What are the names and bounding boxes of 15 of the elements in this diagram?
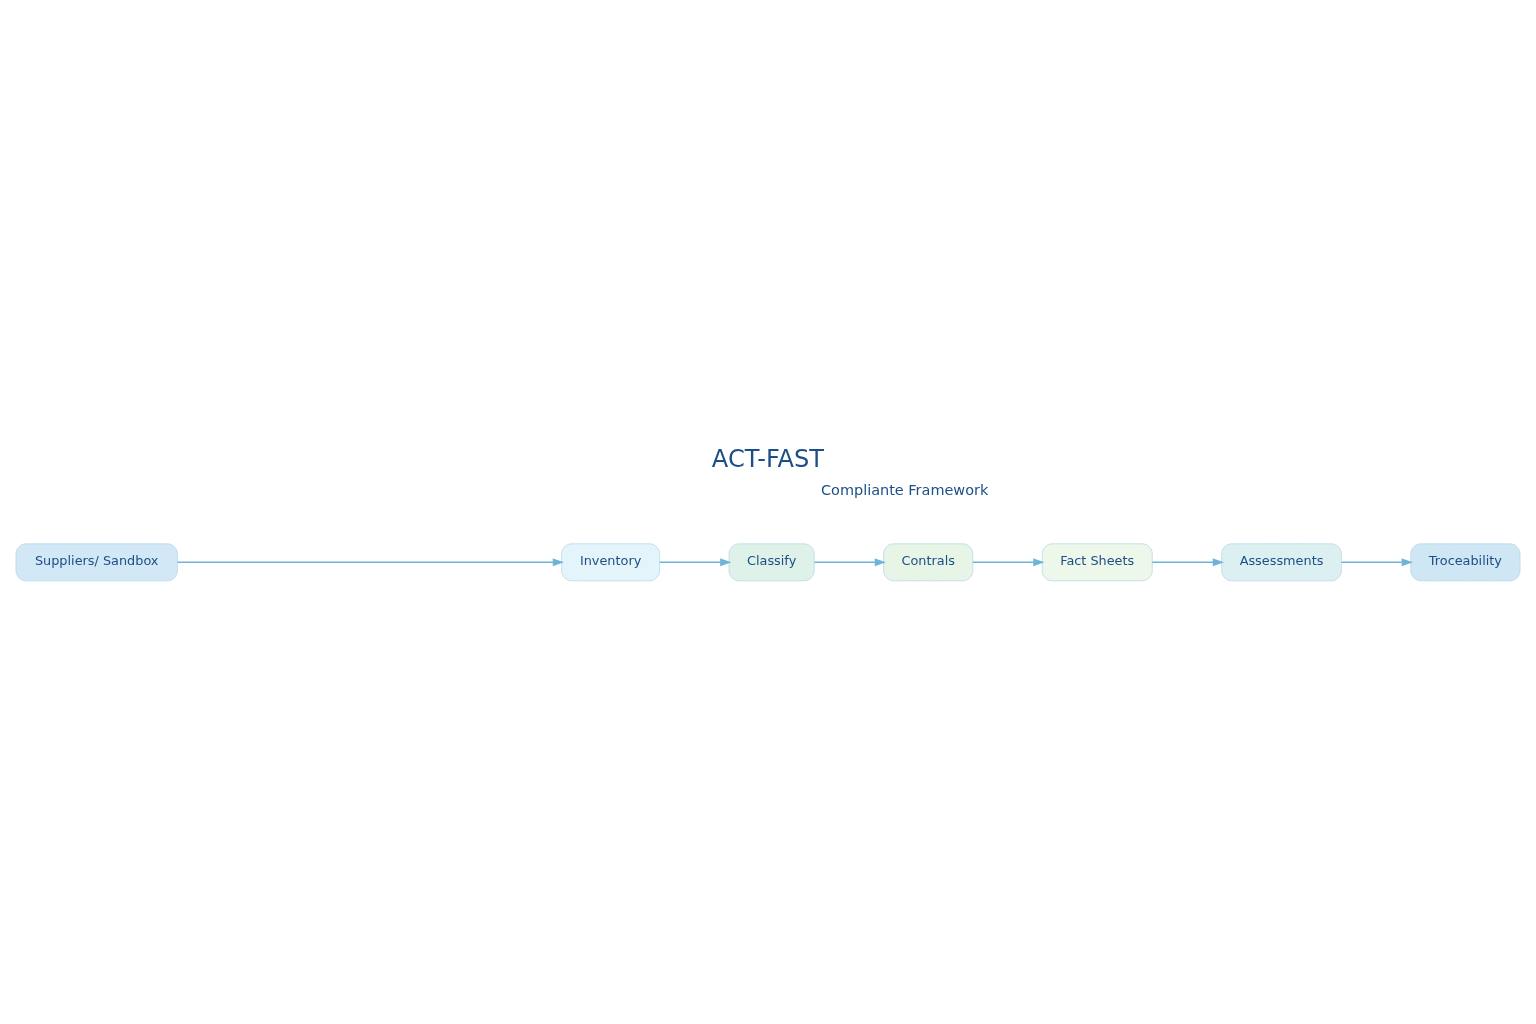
arrow: [1151, 557, 1225, 566]
diagram-title: ACT-FAST: [711, 444, 825, 473]
arrow: [176, 557, 564, 566]
node-box: Suppliers/ Sandbox: [15, 542, 178, 581]
arrow: [1340, 557, 1413, 566]
arrow: [972, 557, 1045, 566]
arrow: [813, 557, 886, 566]
label: Compliante Framework: [820, 481, 989, 498]
node-box: Fact Sheets: [1041, 542, 1153, 581]
node-box: Troceability: [1410, 542, 1521, 581]
node-box: Contrals: [883, 542, 974, 581]
node-box: Classify: [728, 542, 815, 581]
node-box: Assessments: [1221, 542, 1342, 581]
arrow: [659, 557, 732, 566]
node-box: Inventory: [561, 542, 661, 581]
